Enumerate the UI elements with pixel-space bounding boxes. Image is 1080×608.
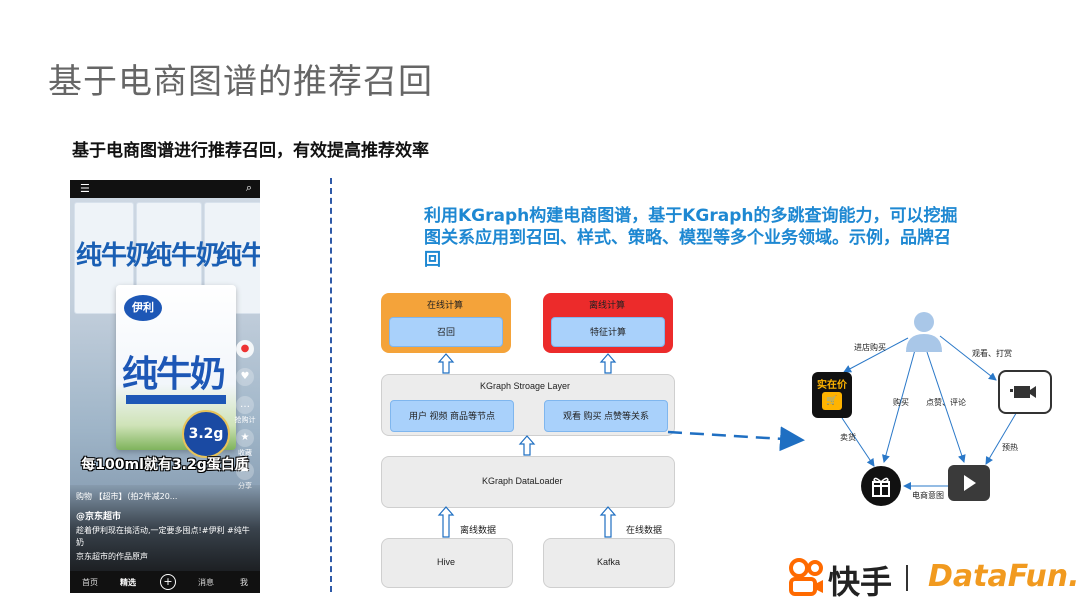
footer-separator <box>906 565 908 591</box>
comment-icon[interactable]: … <box>236 396 254 414</box>
edge-user-video <box>926 351 966 463</box>
live-node <box>998 370 1052 414</box>
collect-label: 收藏 <box>238 449 252 457</box>
online-data-label: 在线数据 <box>626 525 663 535</box>
gift-node <box>861 466 901 506</box>
nav-messages[interactable]: 消息 <box>198 578 214 587</box>
shop-node-label: 实在价 <box>817 380 847 391</box>
up-arrow-recall <box>437 353 455 374</box>
kafka-label: Kafka <box>597 557 621 567</box>
phone-screenshot: ☰ ⌕ 纯牛奶 纯牛奶 纯牛奶 伊利 纯牛奶 3.2g 每100ml就有3.2g… <box>70 180 260 593</box>
edge-live-video <box>985 409 1019 465</box>
edge-label-intent: 电商意图 <box>912 491 944 500</box>
promo-caption: 每100ml就有3.2g蛋白质 <box>81 457 249 473</box>
camera-icon <box>1010 386 1036 398</box>
online-compute-box: 在线计算 召回 <box>381 293 511 353</box>
milk-box-text: 纯牛奶 <box>216 241 260 271</box>
feature-compute-box: 特征计算 <box>551 317 665 347</box>
pack-strip <box>126 395 226 404</box>
buy-count-label: 抢购计 <box>234 416 256 424</box>
share-icon[interactable]: ➦ <box>236 462 254 480</box>
up-arrow-kafka <box>599 506 617 538</box>
nodes-box: 用户 视频 商品等节点 <box>390 400 514 432</box>
edge-user-live <box>939 335 997 381</box>
video-description: 趁着伊利现在搞活动,一定要多囤点!#伊利 #纯牛奶 <box>76 526 250 547</box>
edge-label-watch-tip: 观看、打赏 <box>972 349 1012 358</box>
shop-icon[interactable]: ● <box>236 340 254 358</box>
recall-box: 召回 <box>389 317 503 347</box>
edge-label-sell: 卖货 <box>840 433 856 442</box>
heart-icon[interactable]: ♥ <box>236 368 254 386</box>
brand-logo: 伊利 <box>124 295 162 321</box>
datafun-logo: DataFun. <box>928 559 1080 594</box>
dataloader-title: KGraph DataLoader <box>482 476 563 486</box>
cart-line[interactable]: 购物 【超市】（拍2件减20... <box>76 492 178 501</box>
storage-layer-box: KGraph Stroage Layer 用户 视频 商品等节点 观看 购买 点… <box>381 374 675 436</box>
bottom-nav: 首页 精选 + 消息 我 <box>70 571 260 593</box>
edge-label-like-comment: 点赞、评论 <box>926 398 966 407</box>
kuaishou-logo-text: 快手 <box>828 563 893 601</box>
kuaishou-logo-icon <box>789 558 823 596</box>
dataloader-box: KGraph DataLoader <box>381 456 675 508</box>
hive-label: Hive <box>437 557 456 567</box>
headline-text: 利用KGraph构建电商图谱，基于KGraph的多跳查询能力，可以挖掘图关系应用… <box>424 206 958 270</box>
user-icon <box>906 312 942 352</box>
edge-label-enter-buy: 进店购买 <box>854 343 886 352</box>
user-node <box>904 310 944 352</box>
star-icon[interactable]: ★ <box>236 429 254 447</box>
relations-box: 观看 购买 点赞等关系 <box>544 400 668 432</box>
play-icon <box>964 475 976 491</box>
up-arrow-feature <box>599 353 617 374</box>
edge-user-gift <box>882 349 916 463</box>
video-node <box>948 465 990 501</box>
menu-icon[interactable]: ☰ <box>80 182 90 195</box>
kafka-box: Kafka <box>543 538 675 588</box>
up-arrow-storage <box>518 435 536 456</box>
gift-icon <box>872 477 890 497</box>
edge-user-shop <box>843 337 909 373</box>
edge-shop-gift <box>841 417 875 467</box>
account-name[interactable]: @京东超市 <box>76 512 122 522</box>
edge-label-preheat: 预热 <box>1002 443 1018 452</box>
search-icon[interactable]: ⌕ <box>245 181 252 194</box>
nav-plus-button[interactable]: + <box>160 574 176 590</box>
storage-layer-title: KGraph Stroage Layer <box>480 381 571 391</box>
up-arrow-hive <box>437 506 455 538</box>
nav-home[interactable]: 首页 <box>82 578 98 587</box>
hive-box: Hive <box>381 538 513 588</box>
pack-product-name: 纯牛奶 <box>122 354 226 395</box>
milk-pack: 伊利 纯牛奶 3.2g <box>116 285 236 458</box>
milk-box-text: 纯牛奶 <box>76 241 152 271</box>
music-line[interactable]: 京东超市的作品原声 <box>76 552 148 561</box>
phone-top-bar: ☰ ⌕ <box>70 180 260 198</box>
shop-node: 实在价 🛒 <box>812 372 852 418</box>
edge-label-buy: 购买 <box>893 398 909 407</box>
page-subtitle: 基于电商图谱进行推荐召回，有效提高推荐效率 <box>72 141 429 161</box>
section-divider <box>330 178 332 592</box>
cart-icon: 🛒 <box>822 392 842 410</box>
offline-data-label: 离线数据 <box>460 525 497 535</box>
nav-featured[interactable]: 精选 <box>120 578 136 587</box>
online-compute-title: 在线计算 <box>427 300 464 310</box>
milk-box-text: 纯牛奶 <box>146 241 222 271</box>
protein-badge: 3.2g <box>182 410 230 458</box>
nav-me[interactable]: 我 <box>240 578 248 587</box>
offline-compute-box: 离线计算 特征计算 <box>543 293 673 353</box>
offline-compute-title: 离线计算 <box>589 300 626 310</box>
page-title: 基于电商图谱的推荐召回 <box>48 62 433 102</box>
dashed-arrow-to-graph <box>667 426 805 452</box>
